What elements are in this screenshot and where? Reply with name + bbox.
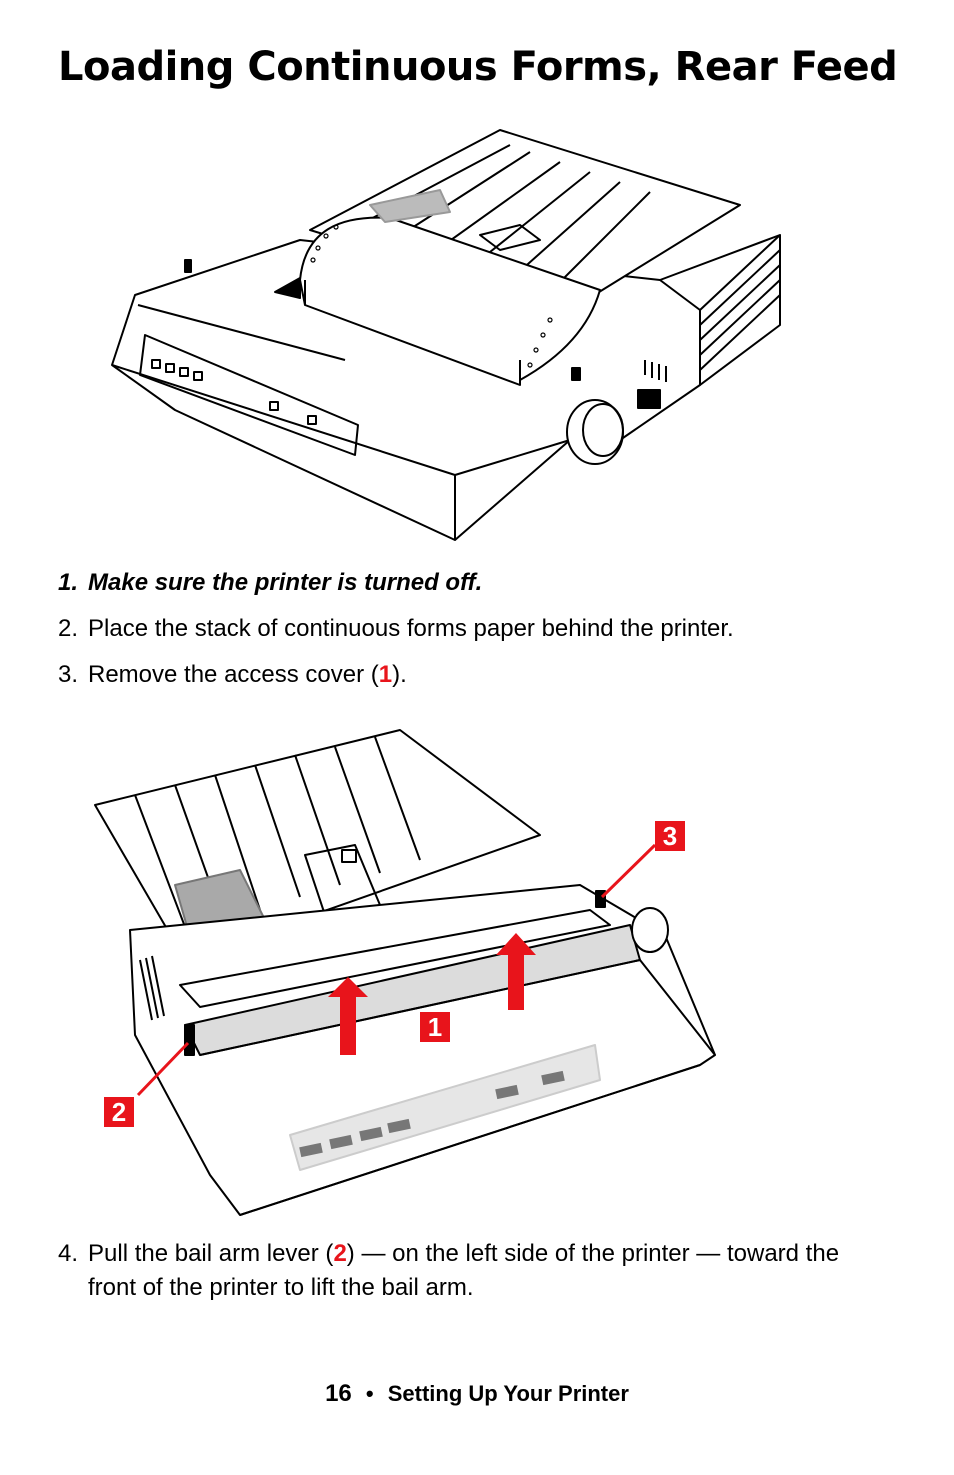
step-3: 3. Remove the access cover (1).: [58, 658, 888, 692]
page-title: Loading Continuous Forms, Rear Feed: [58, 44, 898, 90]
callout-2: 2: [104, 1097, 134, 1127]
callout-reference: 1: [378, 661, 393, 688]
callout-1: 1: [420, 1012, 450, 1042]
callout-reference: 2: [333, 1240, 347, 1267]
step-text: Make sure the printer is turned off.: [88, 569, 483, 596]
page-footer: 16 • Setting Up Your Printer: [0, 1380, 954, 1408]
callout-3: 3: [655, 821, 685, 851]
step-number: 2.: [58, 615, 79, 642]
printer-front-illustration: [94, 729, 716, 1216]
section-name: Setting Up Your Printer: [387, 1381, 629, 1406]
step-4: 4. Pull the bail arm lever (2) — on the …: [58, 1237, 878, 1305]
step-text: Place the stack of continuous forms pape…: [88, 615, 734, 642]
page-number: 16: [325, 1380, 352, 1407]
step-2: 2. Place the stack of continuous forms p…: [58, 612, 888, 646]
step-text: Remove the access cover (1).: [88, 661, 407, 688]
footer-separator: •: [365, 1381, 374, 1406]
step-text: Pull the bail arm lever (2) — on the lef…: [88, 1240, 840, 1301]
printer-rear-feed-illustration: [111, 129, 781, 541]
step-number: 1.: [58, 569, 79, 596]
step-number: 4.: [58, 1240, 79, 1267]
step-1: 1. Make sure the printer is turned off.: [58, 566, 888, 600]
step-number: 3.: [58, 661, 79, 688]
